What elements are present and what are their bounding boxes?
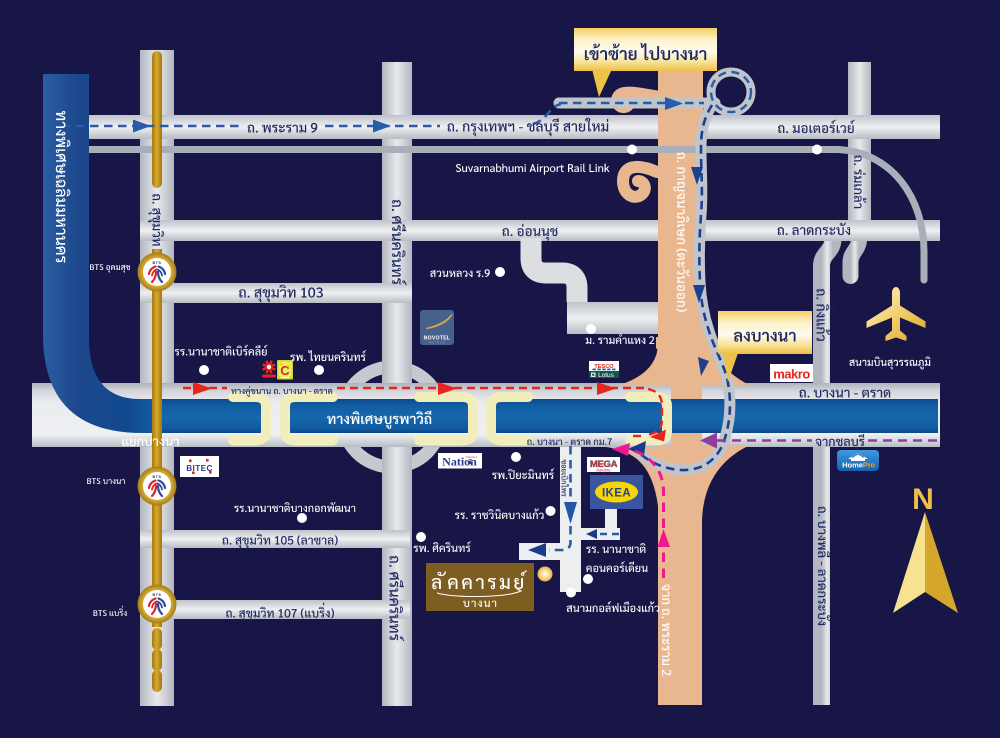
svg-text:makro: makro — [773, 367, 810, 382]
svg-text:Home: Home — [842, 461, 863, 470]
svg-text:BTS: BTS — [153, 475, 162, 479]
svg-text:N: N — [912, 483, 934, 516]
svg-text:BTS: BTS — [153, 261, 162, 265]
svg-text:TESCO: TESCO — [594, 364, 614, 370]
svg-text:MEGA: MEGA — [590, 459, 618, 470]
svg-text:Pro: Pro — [863, 461, 876, 470]
svg-text:IKEA: IKEA — [602, 488, 631, 500]
svg-text:bangna: bangna — [597, 468, 612, 473]
svg-text:NOVOTEL: NOVOTEL — [424, 336, 451, 342]
svg-text:HOTELS: HOTELS — [429, 341, 445, 345]
svg-text:BITEC: BITEC — [186, 464, 213, 473]
svg-text:BTS: BTS — [153, 593, 162, 597]
svg-text:Lotus: Lotus — [598, 372, 614, 379]
svg-text:C: C — [280, 363, 290, 378]
svg-text:Nation: Nation — [442, 455, 477, 469]
svg-text:Channel: Channel — [465, 455, 477, 459]
